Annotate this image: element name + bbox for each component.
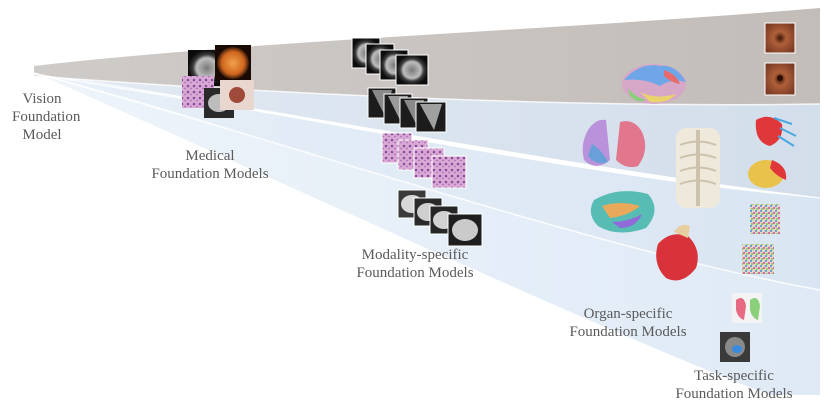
kidney-render (755, 116, 797, 147)
heart-render (656, 224, 698, 281)
segmentation-noise-tiles (742, 204, 780, 274)
label-line: Foundation Models (569, 324, 687, 340)
vision-foundation-model-label: Vision Foundation Model (12, 90, 81, 144)
label-line: Model (22, 127, 62, 143)
label-line: Foundation Models (675, 386, 793, 402)
endoscopy-images (764, 22, 796, 96)
label-line: Medical (185, 148, 235, 164)
label-line: Organ-specific (583, 306, 673, 322)
chest-ct-image-stack (397, 189, 483, 247)
ct-image-stack (351, 37, 429, 86)
task-specific-band (34, 72, 820, 395)
organ-specific-band (34, 72, 820, 290)
modality-specific-foundation-models-label: Modality-specific Foundation Models (345, 246, 485, 282)
label-line: Foundation Models (151, 166, 269, 182)
label-line: Vision (22, 91, 62, 107)
ultrasound-image-stack (367, 87, 447, 133)
label-line: Modality-specific (361, 247, 469, 263)
task-specific-foundation-models-label: Task-specific Foundation Models (664, 367, 804, 403)
label-line: Foundation (12, 109, 81, 125)
lung-render (582, 119, 646, 168)
brain-render (622, 64, 686, 104)
spleen-render (748, 160, 787, 188)
medical-image-collage (182, 45, 254, 118)
label-line: Task-specific (694, 368, 774, 384)
skeleton-render (676, 128, 720, 208)
organ-specific-foundation-models-label: Organ-specific Foundation Models (558, 305, 698, 341)
label-line: Foundation Models (356, 265, 474, 281)
liver-render (590, 191, 655, 233)
mri-segmentation-image (720, 332, 750, 362)
medical-foundation-models-label: Medical Foundation Models (140, 147, 280, 183)
pathology-image-stack (381, 132, 467, 189)
lung-segmentation-image (732, 293, 762, 323)
